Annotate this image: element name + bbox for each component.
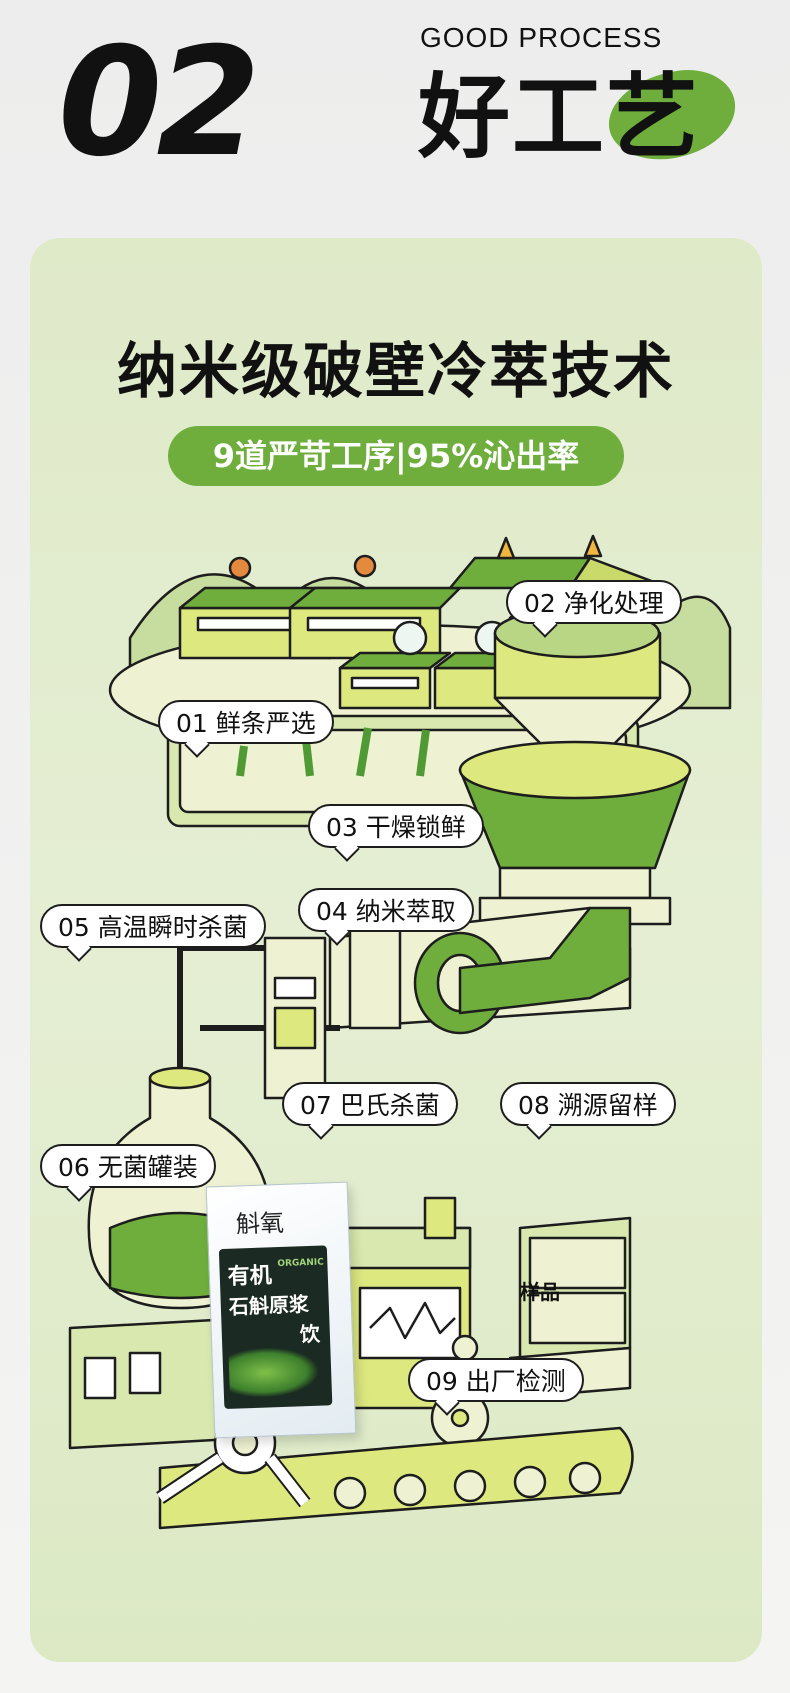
- section-title-cn: 好工艺: [418, 64, 701, 171]
- step-label-01: 01 鲜条严选: [158, 700, 334, 744]
- step-label-09: 09 出厂检测: [408, 1358, 584, 1402]
- section-title: 好工艺: [418, 63, 742, 176]
- product-line1: 有机: [227, 1263, 273, 1290]
- step-label-08: 08 溯源留样: [500, 1082, 676, 1126]
- process-badge: 9道严苛工序|95%沁出率: [168, 426, 624, 486]
- sample-shelf-label: 样品: [520, 1280, 560, 1304]
- section-number: 02: [58, 16, 261, 190]
- section-subtitle-en: GOOD PROCESS: [420, 22, 663, 53]
- dendrobium-graphic: [228, 1345, 321, 1399]
- factory-illustration: 斛氧 有机 ORGANIC 石斛原浆 饮 01 鲜条严选 02 净化处理 03 …: [30, 508, 762, 1662]
- step-label-03: 03 干燥锁鲜: [308, 804, 484, 848]
- product-organic-tag: ORGANIC: [277, 1257, 324, 1270]
- step-label-04: 04 纳米萃取: [298, 888, 474, 932]
- step-label-07: 07 巴氏杀菌: [282, 1082, 458, 1126]
- product-brand: 斛氧: [235, 1208, 285, 1239]
- product-line3: 饮: [299, 1321, 321, 1347]
- panel-headline: 纳米级破壁冷萃技术: [117, 337, 675, 407]
- product-dark-label: 有机 ORGANIC 石斛原浆 饮: [218, 1245, 333, 1410]
- product-box: 斛氧 有机 ORGANIC 石斛原浆 饮: [205, 1181, 357, 1439]
- product-line2: 石斛原浆: [228, 1292, 310, 1319]
- step-label-05: 05 高温瞬时杀菌: [40, 904, 266, 948]
- process-panel: 纳米级破壁冷萃技术 9道严苛工序|95%沁出率: [30, 238, 762, 1662]
- step-label-02: 02 净化处理: [506, 580, 682, 624]
- step-label-06: 06 无菌罐装: [40, 1144, 216, 1188]
